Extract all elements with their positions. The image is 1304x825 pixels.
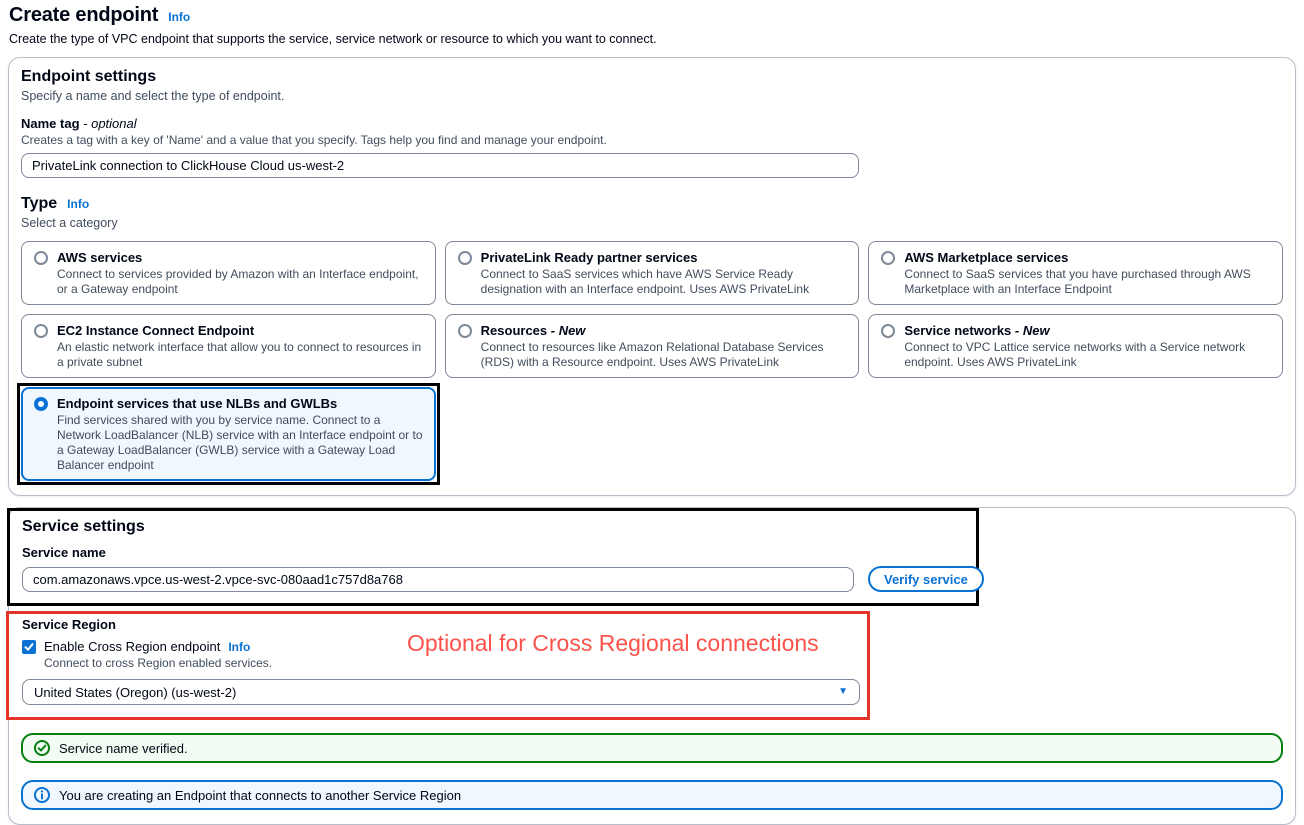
radio-icon[interactable]: [34, 324, 48, 338]
page-description: Create the type of VPC endpoint that sup…: [9, 32, 657, 46]
cross-region-info-link[interactable]: Info: [228, 639, 251, 654]
type-option-description: Connect to resources like Amazon Relatio…: [480, 340, 824, 369]
type-options-grid: AWS services Connect to services provide…: [17, 241, 1283, 485]
type-option-title: Endpoint services that use NLBs and GWLB…: [57, 396, 338, 411]
name-tag-optional-suffix: - optional: [83, 116, 137, 131]
type-option-resources[interactable]: Resources - New Connect to resources lik…: [444, 314, 860, 378]
success-alert-text: Service name verified.: [59, 740, 188, 756]
service-region-label: Service Region: [22, 617, 116, 632]
service-settings-heading: Service settings: [22, 518, 145, 535]
radio-icon[interactable]: [881, 324, 896, 338]
annotation-box-service-settings: Service settings Service name Verify ser…: [7, 508, 984, 606]
type-option-service-networks[interactable]: Service networks - New Connect to VPC La…: [868, 314, 1283, 378]
type-option-aws-services[interactable]: AWS services Connect to services provide…: [21, 241, 436, 305]
type-option-aws-marketplace-services[interactable]: AWS Marketplace services Connect to SaaS…: [868, 241, 1283, 305]
name-tag-input[interactable]: [21, 153, 859, 178]
type-info-link[interactable]: Info: [67, 197, 90, 211]
radio-icon[interactable]: [34, 251, 48, 265]
type-option-title: AWS services: [57, 250, 143, 265]
type-option-ec2-instance-connect-endpoint[interactable]: EC2 Instance Connect Endpoint An elastic…: [21, 314, 436, 378]
endpoint-settings-subheading: Specify a name and select the type of en…: [21, 89, 285, 103]
type-option-description: Connect to VPC Lattice service networks …: [904, 340, 1246, 369]
type-option-description: An elastic network interface that allow …: [57, 340, 422, 369]
service-name-input[interactable]: [22, 566, 854, 592]
page-info-link[interactable]: Info: [168, 10, 191, 24]
info-circle-icon: [34, 787, 50, 803]
radio-icon[interactable]: [457, 324, 472, 338]
type-heading: Type: [21, 195, 58, 212]
type-option-endpoint-services-nlb-gwlb[interactable]: Endpoint services that use NLBs and GWLB…: [21, 387, 436, 481]
service-region-select[interactable]: United States (Oregon) (us-west-2) ▼: [22, 679, 860, 705]
page-header: Create endpoint Info Create the type of …: [0, 0, 1304, 46]
type-option-description: Find services shared with you by service…: [57, 413, 423, 472]
endpoint-settings-heading: Endpoint settings: [21, 68, 157, 85]
type-option-description: Connect to services provided by Amazon w…: [57, 267, 419, 296]
type-option-title: Resources - New: [480, 323, 586, 338]
info-alert-text: You are creating an Endpoint that connec…: [59, 787, 462, 803]
radio-icon[interactable]: [34, 397, 48, 411]
radio-icon[interactable]: [457, 251, 472, 265]
endpoint-settings-panel: Endpoint settings Specify a name and sel…: [8, 57, 1296, 496]
type-option-title: AWS Marketplace services: [904, 250, 1069, 265]
type-subheading: Select a category: [21, 216, 118, 230]
cross-region-checkbox[interactable]: [22, 639, 36, 654]
caret-down-icon: ▼: [838, 686, 848, 697]
check-circle-icon: [34, 740, 50, 756]
service-settings-panel: Service settings Service name Verify ser…: [6, 507, 1296, 825]
type-option-description: Connect to SaaS services which have AWS …: [480, 267, 810, 296]
service-region-selected-value: United States (Oregon) (us-west-2): [34, 684, 237, 700]
type-option-description: Connect to SaaS services that you have p…: [904, 267, 1251, 296]
type-option-privatelink-ready-partner-services[interactable]: PrivateLink Ready partner services Conne…: [444, 241, 860, 305]
checkmark-icon: [24, 642, 34, 651]
radio-icon[interactable]: [881, 251, 896, 265]
type-option-title: EC2 Instance Connect Endpoint: [57, 323, 255, 338]
type-option-title: Service networks - New: [904, 323, 1050, 338]
name-tag-help: Creates a tag with a key of 'Name' and a…: [21, 133, 607, 147]
success-alert: Service name verified.: [21, 733, 1283, 763]
name-tag-label: Name tag - optional: [21, 116, 137, 131]
info-alert: You are creating an Endpoint that connec…: [21, 780, 1283, 810]
type-option-title: PrivateLink Ready partner services: [480, 250, 698, 265]
page-title: Create endpoint: [9, 4, 159, 26]
verify-service-button[interactable]: Verify service: [868, 566, 984, 592]
cross-region-checkbox-label[interactable]: Enable Cross Region endpoint: [44, 639, 221, 654]
annotation-box-selected-type: Endpoint services that use NLBs and GWLB…: [17, 383, 440, 485]
red-annotation-note: Optional for Cross Regional connections: [407, 630, 819, 656]
service-name-label: Service name: [22, 545, 106, 560]
annotation-box-service-region: Service Region Enable Cross Region endpo…: [6, 611, 870, 720]
cross-region-help: Connect to cross Region enabled services…: [44, 656, 273, 670]
